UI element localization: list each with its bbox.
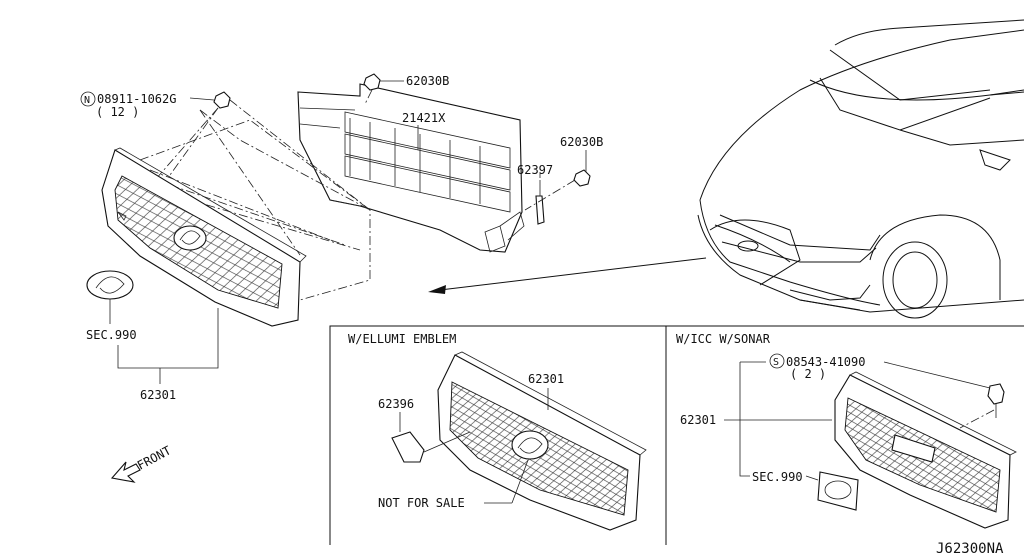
ellumi-grille-label: 62301: [528, 372, 564, 386]
icc-sec-label: SEC.990: [752, 470, 803, 484]
pointer-arrow: [428, 257, 707, 294]
clip-top-label: 62030B: [406, 74, 449, 88]
inset-frame: [329, 325, 1024, 545]
clip-nut-top: [363, 73, 381, 105]
front-arrow-icon: [110, 461, 141, 483]
ellumi-emblem-part: [391, 431, 425, 463]
clip-nut-right: [524, 169, 591, 211]
car-illustration: [697, 19, 1024, 319]
bracket-62397: [535, 180, 545, 225]
not-for-sale-label: NOT FOR SALE: [378, 496, 465, 510]
grille-emblem: [173, 225, 207, 251]
bolt-nut-left: [213, 91, 231, 109]
shutter-label: 21421X: [402, 111, 446, 125]
diagram-id: J62300NA: [936, 541, 1004, 557]
main-grille: [101, 147, 307, 327]
bolt-qty-label: ( 12 ): [96, 105, 139, 119]
screw-icon: [987, 383, 1005, 405]
sonar-emblem: [817, 471, 859, 511]
shutter-assembly: [297, 83, 525, 253]
main-grille-label: 62301: [140, 388, 176, 402]
screw-qty-label: ( 2 ): [790, 367, 826, 381]
shutter-louvers: [344, 111, 511, 213]
nut-symbol-label: N: [84, 95, 90, 106]
icc-grille: [724, 361, 1017, 529]
bolt-part-label: 08911-1062G: [97, 92, 176, 106]
screw-part-label: 08543-41090: [786, 355, 865, 369]
icc-title: W/ICC W/SONAR: [676, 332, 771, 346]
main-sec-label: SEC.990: [86, 328, 137, 342]
icc-grille-label: 62301: [680, 413, 716, 427]
clip-right-label: 62030B: [560, 135, 603, 149]
screw-symbol-icon: [769, 353, 785, 369]
bracket-label: 62397: [517, 163, 553, 177]
nut-symbol-icon: [80, 91, 96, 107]
front-label: FRONT: [135, 443, 173, 472]
screw-symbol-label: S: [773, 357, 779, 368]
ellumi-grille: [391, 351, 647, 531]
ellumi-emblem-label: 62396: [378, 397, 414, 411]
ellumi-title: W/ELLUMI EMBLEM: [348, 332, 456, 346]
emblem-sec990: [86, 270, 134, 324]
main-leaders: [117, 80, 587, 384]
